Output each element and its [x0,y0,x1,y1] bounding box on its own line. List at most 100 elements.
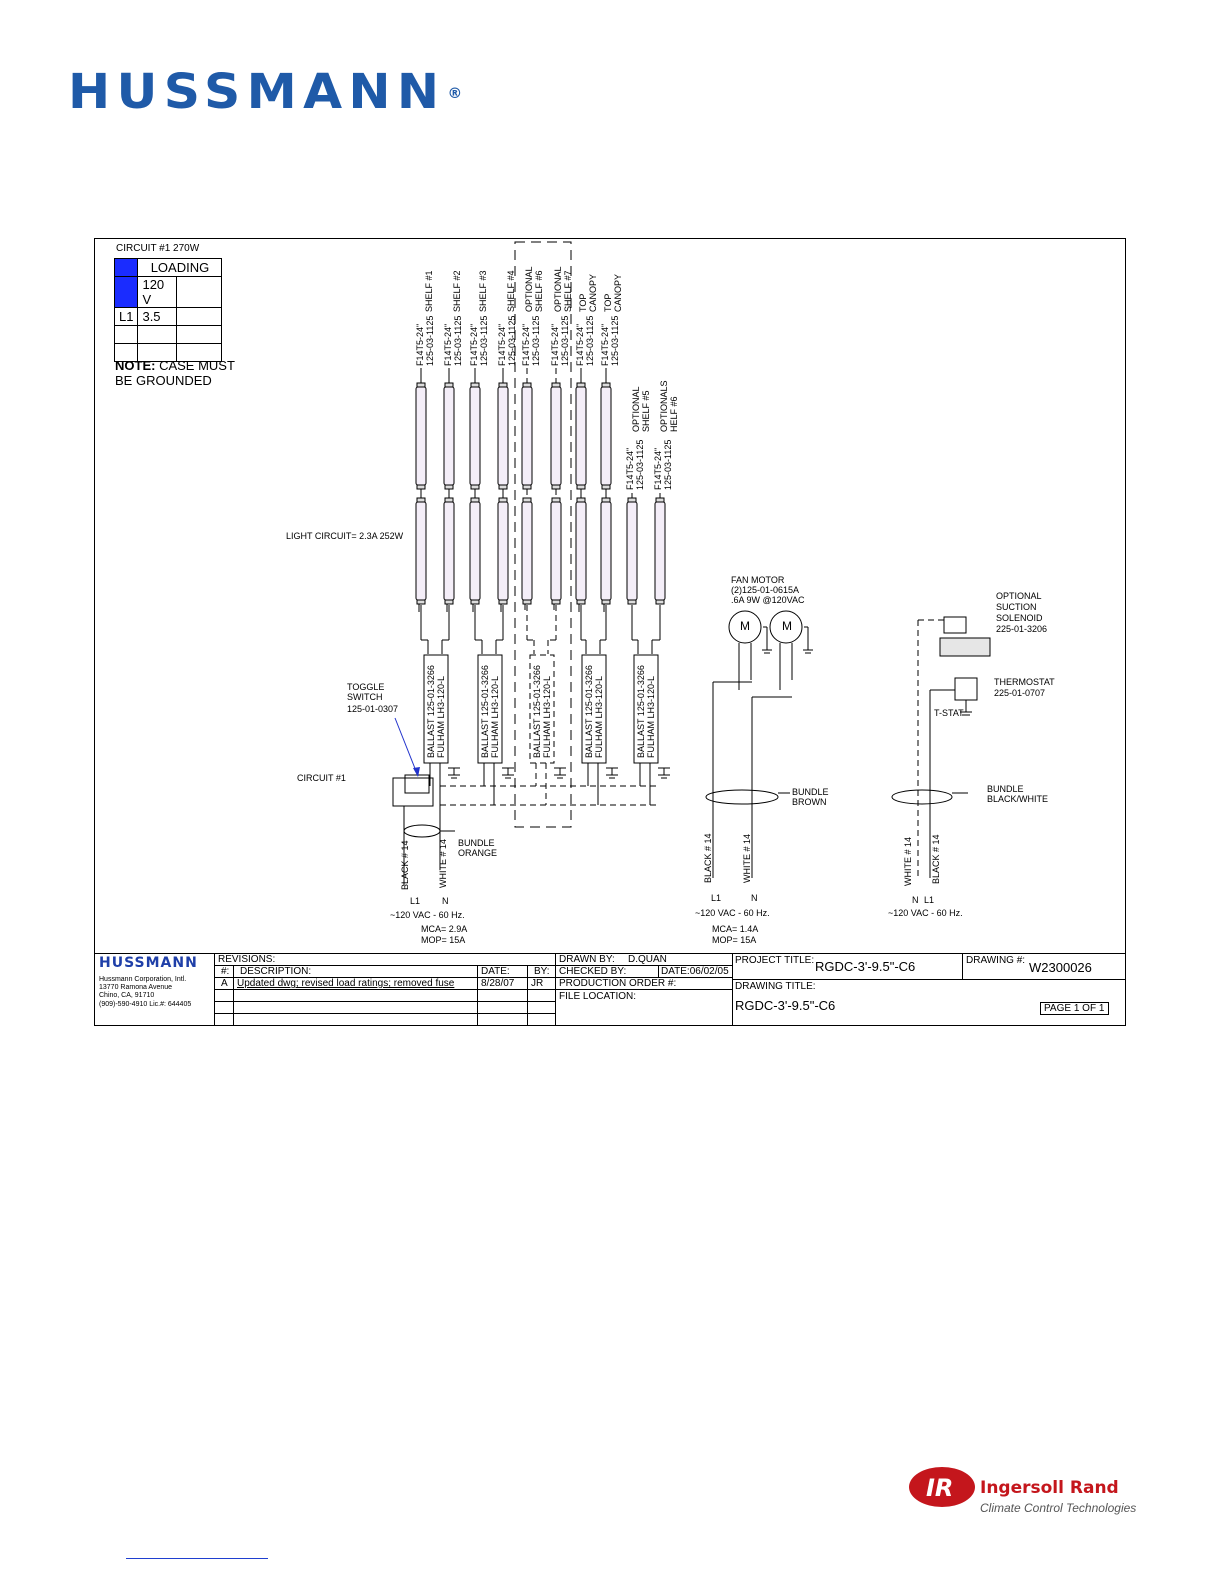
production-order-label: PRODUCTION ORDER #: [559,978,677,989]
bundle-bw-2: BLACK/WHITE [987,794,1049,804]
lamp-pin [498,382,508,388]
fan-wire-white: WHITE # 14 [742,833,752,883]
rev-by: JR [531,978,544,989]
fluorescent-tube [415,501,427,601]
loading-header: LOADING [137,258,223,277]
lamp-pin [416,382,426,388]
lamp-pin [655,599,665,605]
lamp-pin [470,484,480,490]
lamp-pin [498,599,508,605]
tstat-n: N [912,895,919,905]
lamp-pin [551,484,561,490]
fan-l1: L1 [711,893,722,903]
solenoid-coil [943,616,967,634]
lamp-name-label: SHELF #2 [452,270,462,312]
toggle-label-1: TOGGLE [347,682,385,692]
left-n: N [442,896,449,906]
bundle-orange-2: ORANGE [458,848,498,858]
titleblock-logo: HUSSMANN [99,955,198,971]
project-title: RGDC-3'-9.5"-C6 [815,959,916,974]
fluorescent-tube [443,501,455,601]
circuit-rating: CIRCUIT #1 270W [116,243,200,254]
file-location-label: FILE LOCATION: [559,991,637,1002]
pointer-arrowhead [413,767,420,777]
fluorescent-tube [550,501,562,601]
fluorescent-tube [600,501,612,601]
lamp-pin [416,497,426,503]
lamp-pin [498,497,508,503]
lamp-pin [551,382,561,388]
lamp-part-label: F14T5-24" 125-03-1125 [521,315,541,366]
toggle-part: 125-01-0307 [347,704,399,714]
lamp-part-label: F14T5-24" 125-03-1125 [443,315,463,366]
lamp-pin [522,497,532,503]
fan-motor-m2: M [782,619,792,633]
lamp-pin [601,382,611,388]
lamp-pin [522,599,532,605]
fluorescent-tube [575,386,587,486]
left-mca: MCA= 2.9A [421,924,468,934]
lamp-pin [444,382,454,388]
page-number: PAGE 1 OF 1 [1044,1003,1105,1014]
lamp-pin [551,599,561,605]
lamp-pin [444,484,454,490]
lamp-part-label: F14T5-24" 125-03-1125 [415,315,435,366]
circuit-1-label: CIRCUIT #1 [297,773,346,783]
lamp-name-label-lower: OPTIONAL SHELF #5 [631,386,651,432]
wiring-diagram [392,241,991,885]
solenoid-label-3: SOLENOID [996,613,1043,623]
lamp-pin [522,382,532,388]
ingersoll-rand-text: Ingersoll Rand [980,1478,1119,1498]
address-3: Chino, CA, 91710 [99,992,155,999]
fluorescent-tube [600,386,612,486]
solenoid-valve [939,637,991,657]
fluorescent-tube [575,501,587,601]
check-date: DATE:06/02/05 [661,966,729,977]
lamp-pin [627,497,637,503]
fan-n: N [751,893,758,903]
address-4: (909)-590-4910 Lic.#: 644405 [99,1001,192,1008]
lamp-name-label: TOP CANOPY [578,273,598,312]
solenoid-label-1: OPTIONAL [996,591,1042,601]
fan-motor [728,610,762,644]
lamp-name-label: TOP CANOPY [603,273,623,312]
fan-label-3: .6A 9W @120VAC [731,595,805,605]
lamp-pin [522,484,532,490]
fan-wire-black: BLACK # 14 [703,833,713,883]
checked-by-label: CHECKED BY: [559,966,627,977]
fluorescent-tube [521,386,533,486]
project-title-label: PROJECT TITLE: [735,955,815,966]
lamp-pin [498,484,508,490]
thermostat [954,677,978,701]
solenoid-label-2: SUCTION [996,602,1037,612]
footer-link-underline [126,1558,268,1559]
tstat-label: T-STAT [934,708,964,718]
lamp-pin [551,497,561,503]
rev-col-date: DATE: [481,966,510,977]
ballast-label: BALLAST 125-01-3266 FULHAM LH3-120-L [480,665,500,758]
fluorescent-tube [626,501,638,601]
fan-vac: ~120 VAC - 60 Hz. [695,908,770,918]
tstat-wire-white: WHITE # 14 [903,836,913,886]
left-wire-black: BLACK # 14 [400,840,410,890]
rev-col-num: #: [221,966,230,977]
fluorescent-tube [469,501,481,601]
lamp-pin [576,599,586,605]
lamp-pin [601,484,611,490]
ballast-label: BALLAST 125-01-3266 FULHAM LH3-120-L [584,665,604,758]
bundle-brown-1: BUNDLE [792,787,829,797]
hussmann-logo: HUSSMANN® [68,64,463,120]
ingersoll-rand-subtitle: Climate Control Technologies [980,1501,1137,1515]
lamp-name-label: OPTIONAL SHELF #7 [553,266,573,312]
drawing-number-label: DRAWING #: [966,955,1026,966]
ballast [633,654,659,764]
lamp-name-label-lower: OPTIONALS HELF #6 [659,380,679,432]
lamp-pin [444,497,454,503]
lamp-pin [576,484,586,490]
fluorescent-tube [521,501,533,601]
rev-date: 8/28/07 [481,978,515,989]
lamp-pin [601,497,611,503]
drawing-title-label: DRAWING TITLE: [735,981,816,992]
